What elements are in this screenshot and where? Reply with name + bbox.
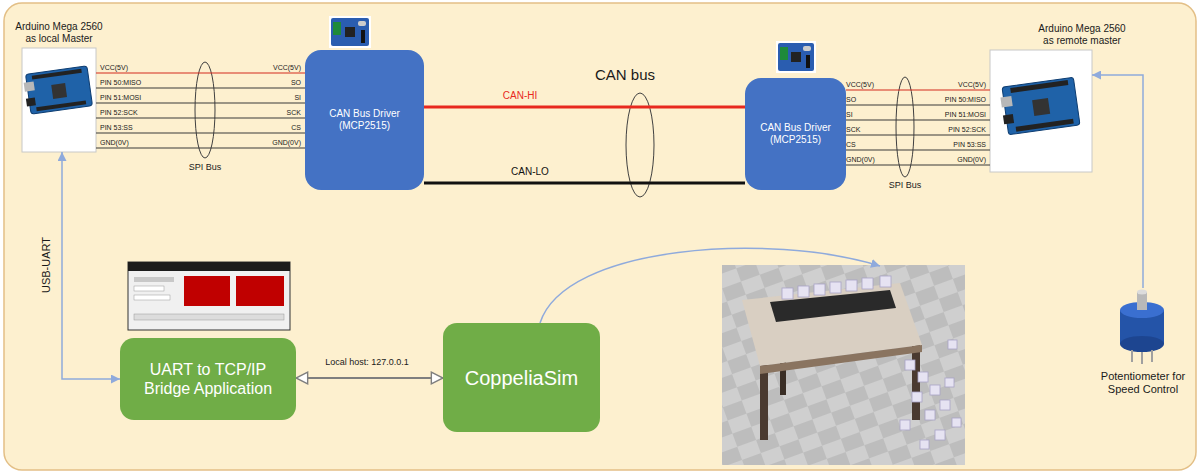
software-box: CoppeliaSim: [443, 323, 600, 432]
spi-wire: [96, 72, 305, 73]
bus-bundle-oval: [195, 62, 215, 158]
bus-label: SPI Bus: [889, 180, 922, 191]
spi-wire: [846, 134, 990, 135]
control-link: [1092, 75, 1143, 288]
pin-label: SO: [846, 95, 856, 104]
edge-label: CAN-LO: [509, 166, 551, 178]
background-panel: [4, 3, 1196, 470]
view-link: [540, 248, 880, 323]
arduino-board: Arduino Mega 2560 as local Master: [22, 48, 96, 152]
can-module-picture: [329, 16, 371, 48]
arduino-board: [990, 50, 1092, 172]
pin-label: PIN 53:SS: [953, 140, 986, 149]
potentiometer: Potentiometer for Speed Control: [1110, 288, 1176, 366]
pin-label: SCK: [287, 108, 301, 117]
node-heading: Arduino Mega 2560 as local Master: [9, 21, 109, 45]
software-box: UART to TCP/IP Bridge Application: [120, 338, 296, 420]
pin-label: PIN 51:MOSI: [100, 93, 141, 102]
spi-wire: [846, 89, 990, 90]
pin-label: GND(0V): [100, 138, 129, 147]
bus-bundle-oval: [626, 93, 654, 197]
arduino-board: [22, 48, 96, 152]
spi-wire: [846, 164, 990, 165]
arduino-board: Arduino Mega 2560 as remote master: [990, 50, 1092, 172]
pin-label: GND(0V): [957, 155, 986, 164]
pin-label: PIN 53:SS: [100, 123, 133, 132]
edge-label: Local host: 127.0.0.1: [323, 357, 411, 368]
spi-wire: [96, 147, 305, 148]
pin-label: PIN 50:MISO: [100, 78, 141, 87]
potentiometer-picture: [1120, 290, 1164, 365]
spi-wire: [96, 102, 305, 103]
usb-link: [62, 152, 120, 379]
bus-label: SPI Bus: [189, 162, 222, 173]
pin-label: PIN 51:MOSI: [945, 110, 986, 119]
bus-bundle-oval: [896, 77, 914, 177]
pin-label: SCK: [846, 125, 860, 134]
can-driver-box: CAN Bus Driver (MCP2515): [305, 50, 424, 190]
spi-wire: [96, 117, 305, 118]
pin-label: PIN 50:MISO: [945, 95, 986, 104]
pin-label: CS: [291, 123, 301, 132]
spi-wire: [846, 104, 990, 105]
edge-label: USB-UART: [40, 235, 53, 295]
pin-label: PIN 52:SCK: [100, 108, 138, 117]
node-heading: Potentiometer for Speed Control: [1098, 370, 1188, 396]
pin-label: CS: [846, 140, 856, 149]
pin-label: VCC(5V): [100, 63, 128, 72]
pin-label: PIN 52:SCK: [948, 125, 986, 134]
spi-wire: [96, 87, 305, 88]
can-module-picture: [776, 41, 816, 73]
simulation-scene: [722, 265, 965, 465]
pin-label: GND(0V): [846, 155, 875, 164]
can-driver-box: CAN Bus Driver (MCP2515): [745, 78, 846, 190]
spi-wire: [96, 132, 305, 133]
node-text: UART to TCP/IP Bridge Application: [130, 360, 286, 398]
node-text: CAN Bus Driver (MCP2515): [753, 122, 838, 146]
pin-label: SI: [294, 93, 301, 102]
node-text: CAN Bus Driver (MCP2515): [313, 108, 416, 132]
node-heading: Arduino Mega 2560 as remote master: [1032, 23, 1132, 47]
pin-label: SO: [291, 78, 301, 87]
can-lo-line: [424, 182, 745, 185]
pin-label: VCC(5V): [846, 80, 874, 89]
app-screenshot: [128, 262, 290, 330]
tcp-link: [296, 377, 443, 379]
bus-label: CAN bus: [595, 66, 655, 84]
spi-wire: [846, 149, 990, 150]
node-text: CoppeliaSim: [465, 366, 578, 390]
pin-label: GND(0V): [272, 138, 301, 147]
can-hi-line: [424, 106, 745, 109]
spi-wire: [846, 119, 990, 120]
pin-label: VCC(5V): [958, 80, 986, 89]
edge-label: CAN-HI: [501, 90, 539, 102]
pin-label: SI: [846, 110, 853, 119]
pin-label: VCC(5V): [273, 63, 301, 72]
